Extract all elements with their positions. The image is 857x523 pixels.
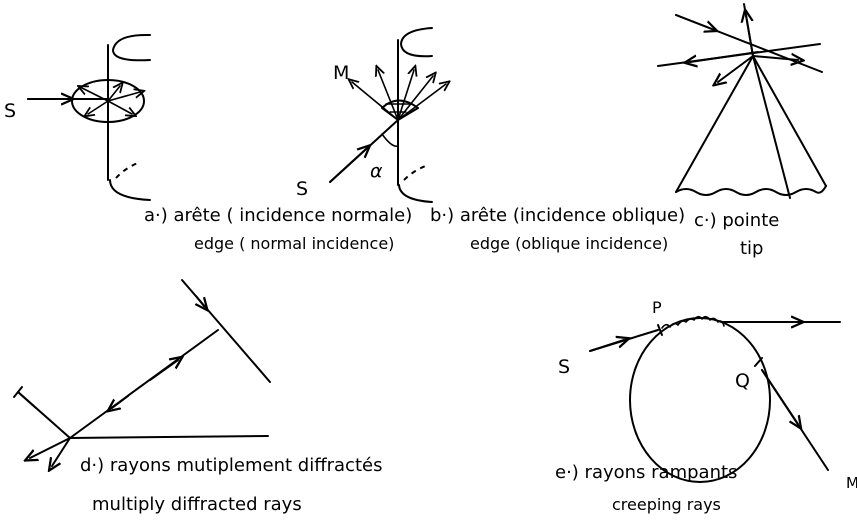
angle-arc — [381, 133, 399, 148]
ray-down-arrow — [112, 395, 129, 408]
diffracted-ray-1 — [378, 70, 399, 121]
panel-e-p-label: P — [652, 298, 662, 317]
panel-e-source-label: S — [558, 356, 571, 378]
shed-ray-bottom-arrow — [761, 369, 798, 424]
scatterer-circle — [629, 317, 771, 483]
diffracted-ray-5 — [107, 86, 120, 102]
incident-ray-arrow — [589, 340, 624, 352]
diffracted-ray-3 — [397, 76, 433, 121]
incident-ray-1-arrow — [675, 14, 712, 29]
edge-bottom-curve — [109, 179, 151, 201]
diffracted-ray-down — [52, 437, 71, 466]
edge-hidden-curve — [403, 164, 429, 181]
panel-e-caption-en: creeping rays — [612, 495, 721, 514]
point-p-tick — [657, 324, 663, 336]
panel-c-tip — [657, 3, 827, 199]
edge-top-curve — [112, 33, 151, 62]
diffraction-cone-disk — [71, 79, 145, 123]
panel-b-caption-en: edge (oblique incidence) — [470, 234, 669, 253]
panel-d-multiple-diffraction — [13, 279, 271, 466]
panel-a-caption-fr: a·) arête ( incidence normale) — [144, 205, 413, 226]
edge-1-arrow — [196, 295, 204, 306]
ray-2-arrow — [690, 51, 759, 62]
edge-top-curve — [400, 27, 433, 58]
panel-e-q-label: Q — [735, 370, 750, 392]
panel-b-angle-label: α — [370, 160, 383, 182]
ray-right-arrow — [752, 56, 798, 60]
diffracted-ray-2 — [397, 70, 414, 121]
edge-2 — [69, 435, 269, 439]
panel-d-caption-fr: d·) rayons mutiplement diffractés — [80, 455, 383, 476]
cone-right-edge — [752, 55, 827, 187]
diffracted-ray-3 — [82, 88, 109, 102]
diffracted-ray-4 — [88, 100, 109, 114]
ray-to-m — [352, 82, 399, 121]
diffracted-ray-2 — [107, 100, 132, 114]
panel-e-m-label: M — [846, 474, 857, 492]
incident-ray-tick — [13, 386, 23, 398]
panel-e-caption-fr: e·) rayons rampants — [555, 462, 738, 483]
ray-between-edges — [69, 329, 219, 439]
panel-e-creeping-rays — [589, 315, 841, 483]
panel-c-caption-en: tip — [740, 238, 764, 259]
cone-base-wavy — [675, 185, 827, 196]
panel-b-m-label: M — [333, 62, 350, 84]
panel-a-edge-normal — [27, 33, 151, 201]
diffracted-ray-4 — [397, 84, 446, 121]
panel-a-source-label: S — [4, 100, 17, 122]
incident-ray-left-start — [17, 391, 37, 409]
cone-left-edge — [675, 55, 754, 193]
panel-c-caption-fr: c·) pointe — [694, 210, 780, 231]
panel-b-edge-oblique — [329, 27, 446, 203]
diffracted-ray-left — [30, 437, 71, 458]
edge-bottom-curve — [398, 184, 433, 203]
ray-down-arrow — [718, 55, 754, 82]
diffracted-ray-1 — [107, 92, 140, 102]
panel-b-source-label: S — [296, 178, 309, 200]
point-q-tick — [754, 357, 763, 367]
incident-ray-arrow — [329, 149, 366, 183]
cone-inner-line — [752, 55, 791, 199]
panel-a-caption-en: edge ( normal incidence) — [194, 234, 395, 253]
panel-b-caption-fr: b·) arête (incidence oblique) — [430, 205, 686, 226]
edge-hidden-curve — [115, 161, 141, 179]
creeping-wave — [661, 315, 725, 329]
edge-1 — [181, 279, 271, 383]
ray-up-arrow — [746, 15, 754, 57]
ray-up-arrow — [149, 360, 178, 381]
panel-d-caption-en: multiply diffracted rays — [92, 494, 302, 515]
